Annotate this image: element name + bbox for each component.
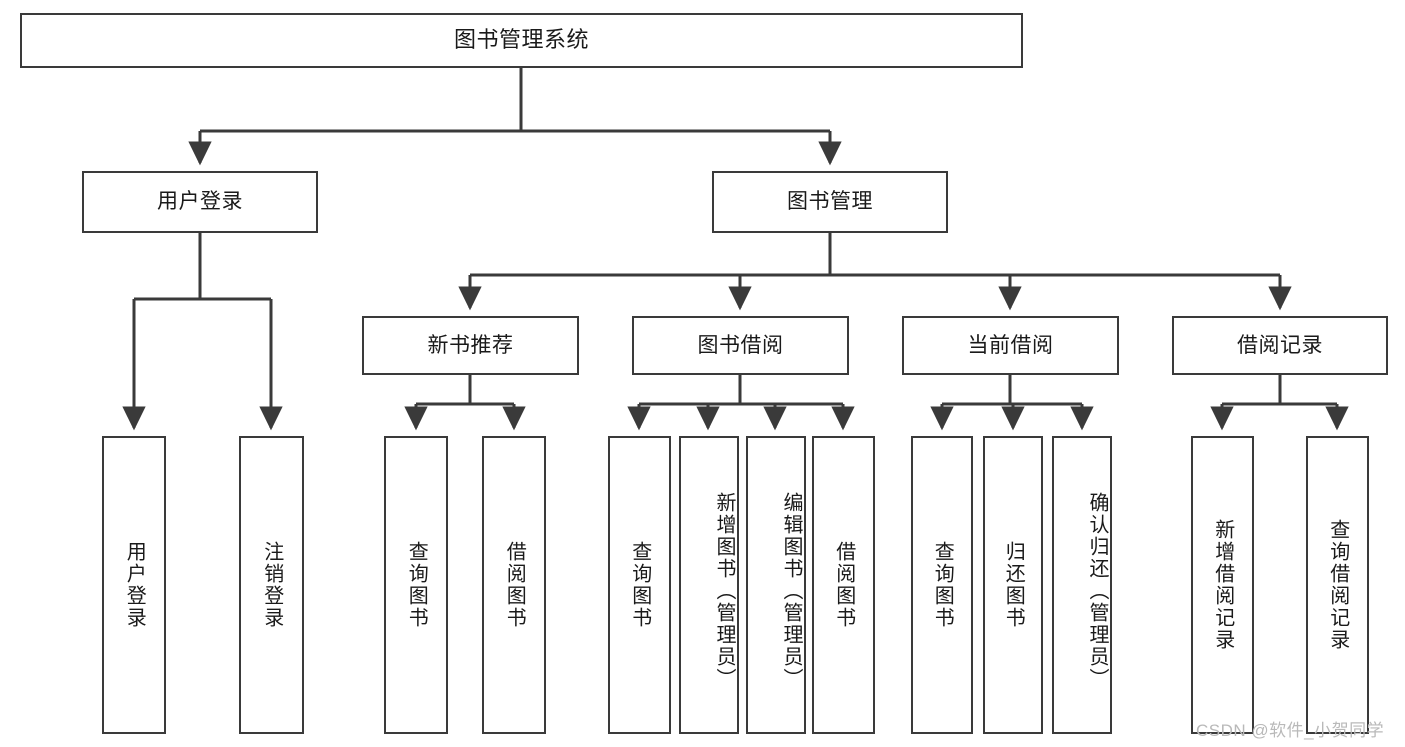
leaf-add-borrow-record[interactable]: 新增借阅记录 [1191, 436, 1254, 734]
leaf-edit-book-admin[interactable]: 编辑图书（管理员） [746, 436, 806, 734]
leaf-borrow-book-recommend[interactable]: 借阅图书 [482, 436, 546, 734]
node-user-login[interactable]: 用户登录 [82, 171, 318, 233]
leaf-query-book-borrow[interactable]: 查询图书 [608, 436, 671, 734]
leaf-return-book[interactable]: 归还图书 [983, 436, 1043, 734]
csdn-watermark: CSDN @软件_小贺同学 [1196, 721, 1385, 740]
leaf-add-book-admin[interactable]: 新增图书（管理员） [679, 436, 739, 734]
node-borrow-records[interactable]: 借阅记录 [1172, 316, 1388, 375]
node-new-book-recommend[interactable]: 新书推荐 [362, 316, 579, 375]
node-root-system[interactable]: 图书管理系统 [20, 13, 1023, 68]
leaf-query-book-current[interactable]: 查询图书 [911, 436, 973, 734]
leaf-logout[interactable]: 注销登录 [239, 436, 304, 734]
leaf-query-borrow-record[interactable]: 查询借阅记录 [1306, 436, 1369, 734]
leaf-confirm-return-admin[interactable]: 确认归还（管理员） [1052, 436, 1112, 734]
node-book-borrow[interactable]: 图书借阅 [632, 316, 849, 375]
leaf-query-book-recommend[interactable]: 查询图书 [384, 436, 448, 734]
node-current-borrow[interactable]: 当前借阅 [902, 316, 1119, 375]
node-book-management[interactable]: 图书管理 [712, 171, 948, 233]
leaf-borrow-book[interactable]: 借阅图书 [812, 436, 875, 734]
leaf-user-login[interactable]: 用户登录 [102, 436, 166, 734]
